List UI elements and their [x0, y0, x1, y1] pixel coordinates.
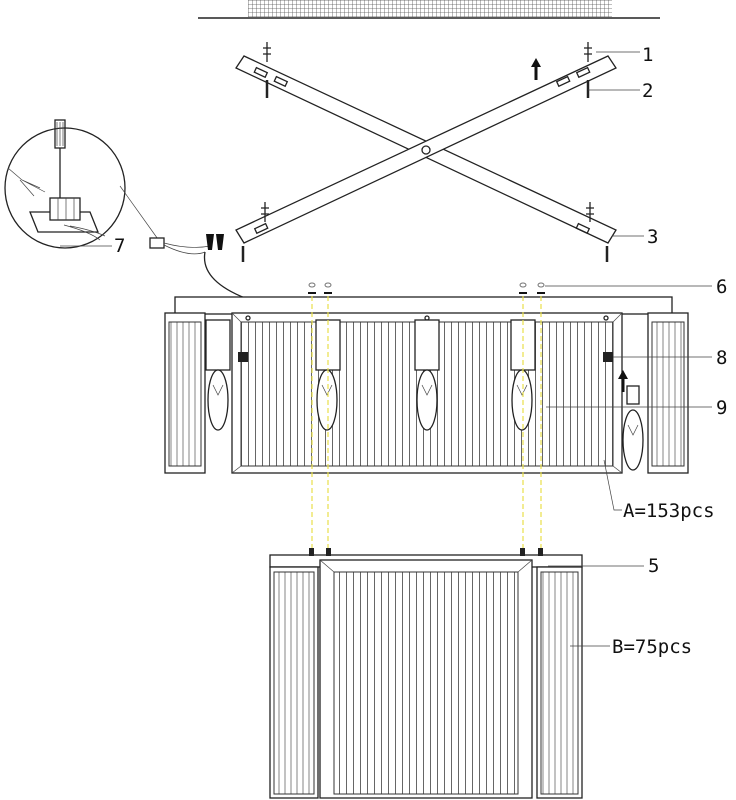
- fixing-nuts: [238, 352, 613, 362]
- label-part-2: 2: [642, 80, 653, 102]
- ceiling: [198, 0, 660, 19]
- label-part-6: 6: [716, 276, 727, 298]
- label-part-8: 8: [716, 347, 727, 369]
- label-part-9: 9: [716, 397, 727, 419]
- terminal-block: [149, 237, 246, 299]
- crystal-panel-b-center: [319, 559, 533, 799]
- canopy-frame: [174, 296, 673, 315]
- arrow-up-icon: [531, 58, 541, 80]
- screws: [241, 42, 609, 262]
- label-crystals-a: A=153pcs: [623, 500, 715, 522]
- label-crystals-b: B=75pcs: [612, 636, 692, 658]
- label-part-5: 5: [648, 555, 659, 577]
- bulb-sockets: [205, 319, 644, 471]
- arrow-up-icon: [618, 370, 628, 392]
- label-part-7: 7: [114, 235, 125, 257]
- wiring-detail-inset: [4, 119, 161, 249]
- washers: [308, 282, 545, 294]
- wire-nuts: [206, 234, 224, 250]
- cross-mounting-bracket: [235, 55, 617, 244]
- side-crystal-panel-left: [164, 312, 206, 474]
- crystal-panel-b-right: [536, 566, 583, 799]
- label-part-1: 1: [642, 44, 653, 66]
- side-crystal-panel-right: [647, 312, 689, 474]
- crystal-panel-b-left: [269, 566, 319, 799]
- label-part-3: 3: [647, 226, 658, 248]
